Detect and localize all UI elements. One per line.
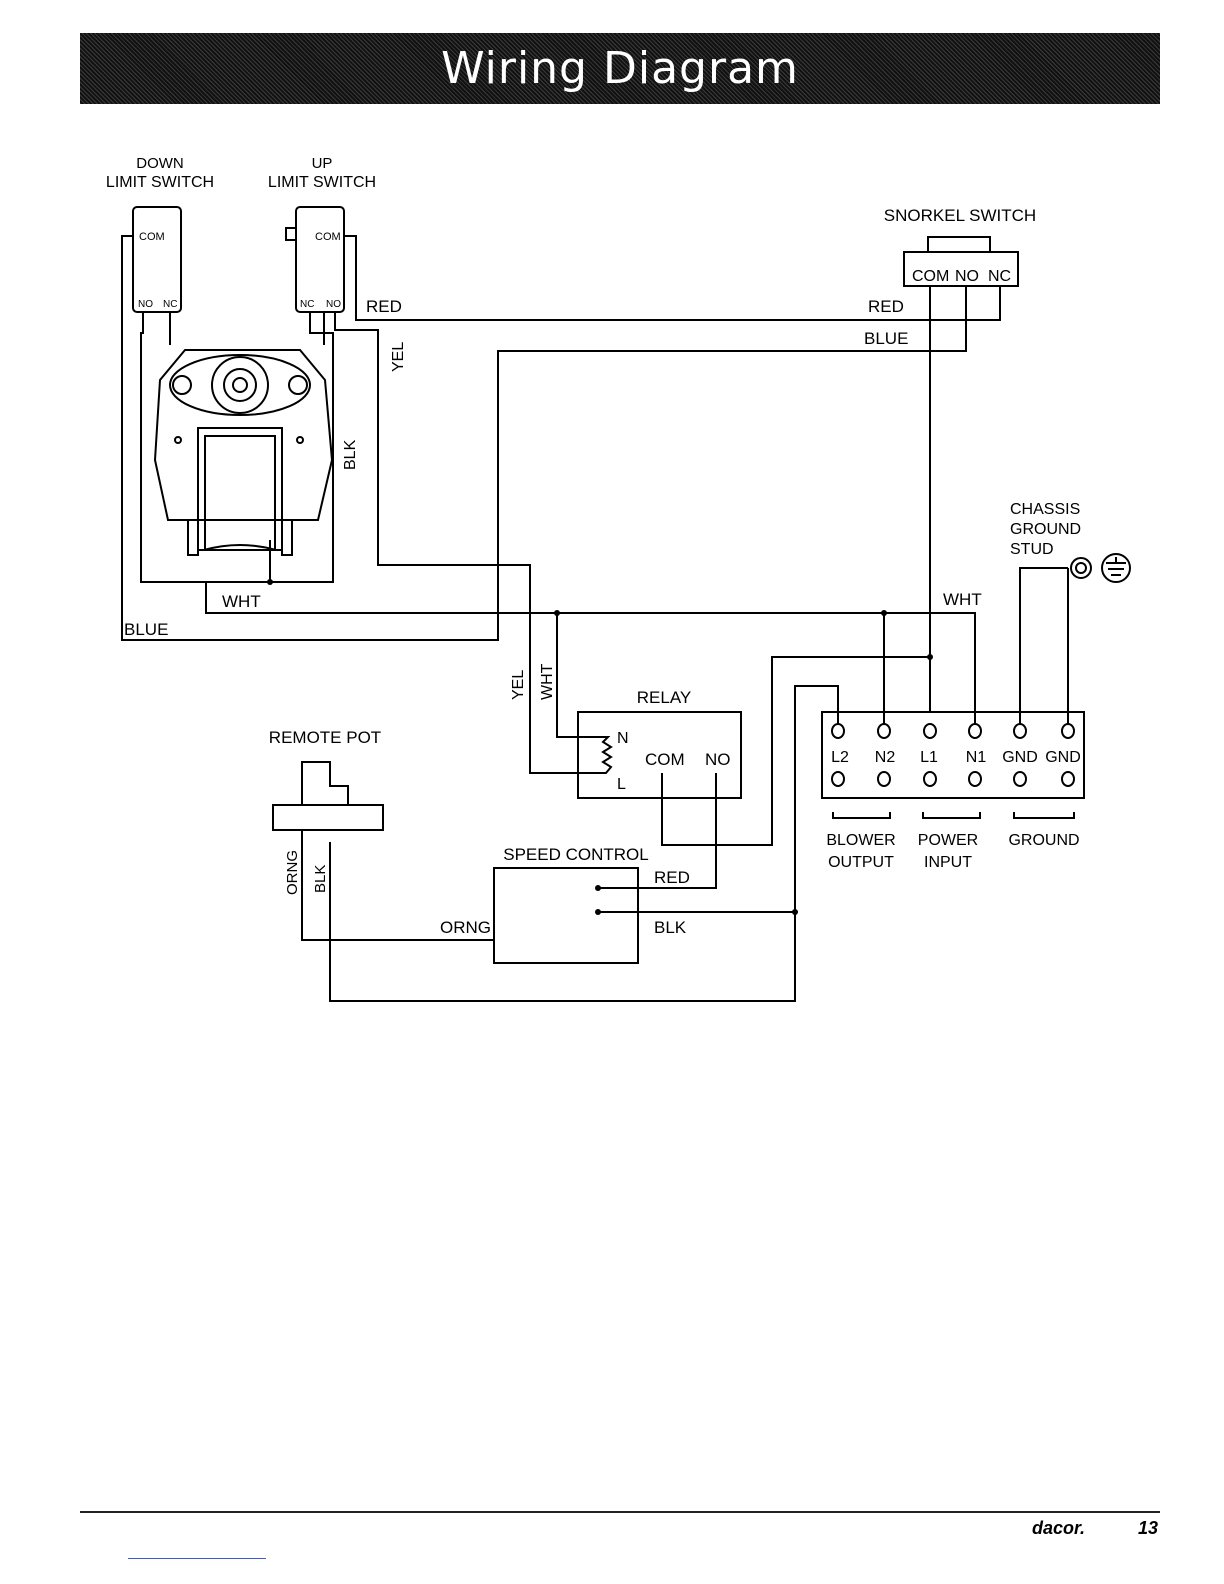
relay-no-label: NO: [705, 750, 731, 769]
chassis-label-2: GROUND: [1010, 521, 1081, 538]
relay-n-label: N: [617, 730, 629, 747]
relay-com-label: COM: [645, 750, 685, 769]
wire-blue-label-2: BLUE: [124, 620, 168, 639]
snorkel-no-label: NO: [955, 268, 979, 285]
wire-yel-label-1: YEL: [390, 342, 407, 372]
speed-control-box: [494, 868, 638, 963]
wire-orng-label-1: ORNG: [440, 918, 491, 937]
terminal-label-l1: L1: [920, 749, 938, 766]
remote-pot-label: REMOTE POT: [269, 728, 381, 747]
relay-l-label: L: [617, 776, 626, 793]
up-no-label: NO: [326, 299, 341, 310]
ground-label: GROUND: [1008, 832, 1079, 849]
speed-control-label: SPEED CONTROL: [503, 845, 648, 864]
down-com-label: COM: [139, 231, 165, 243]
remote-pot: [273, 762, 383, 830]
page-number: 13: [1138, 1518, 1158, 1539]
down-nc-label: NC: [163, 299, 177, 310]
brand-logo: dacor.: [1032, 1518, 1085, 1539]
wire-blk-label-1: BLK: [342, 439, 359, 470]
wire-wht-label-1: WHT: [222, 592, 261, 611]
down-no-label: NO: [138, 299, 153, 310]
wire-blue-label-1: BLUE: [864, 329, 908, 348]
snorkel-nc-label: NC: [988, 268, 1011, 285]
wire-yel-label-2: YEL: [510, 670, 527, 700]
wire-orng-label-2: ORNG: [284, 850, 301, 895]
up-limit-label-1: UP: [312, 155, 333, 172]
blower-motor: [155, 350, 332, 555]
wire-wht-label-2: WHT: [943, 590, 982, 609]
snorkel-com-label: COM: [912, 268, 949, 285]
terminal-label-n2: N2: [875, 749, 896, 766]
up-nc-label: NC: [300, 299, 314, 310]
wire-red-label-2: RED: [868, 297, 904, 316]
relay-label: RELAY: [637, 688, 692, 707]
terminal-label-gnd-2: GND: [1045, 749, 1081, 766]
blower-output-label-2: OUTPUT: [828, 854, 894, 871]
power-input-label-1: POWER: [918, 832, 978, 849]
wire-blk-label-3: BLK: [312, 865, 329, 893]
link-underline: [128, 1558, 266, 1559]
chassis-label-3: STUD: [1010, 541, 1054, 558]
down-limit-switch: [133, 207, 181, 312]
up-limit-switch: [296, 207, 344, 312]
up-limit-label-2: LIMIT SWITCH: [268, 174, 376, 191]
power-input-label-2: INPUT: [924, 854, 972, 871]
up-com-label: COM: [315, 231, 341, 243]
wire-wht-label-3: WHT: [539, 663, 556, 700]
terminal-label-l2: L2: [831, 749, 849, 766]
down-limit-label-2: LIMIT SWITCH: [106, 174, 214, 191]
snorkel-switch-label: SNORKEL SWITCH: [884, 206, 1036, 225]
chassis-label-1: CHASSIS: [1010, 501, 1080, 518]
wire-blk-label-2: BLK: [654, 918, 687, 937]
down-limit-label-1: DOWN: [136, 155, 184, 172]
terminal-label-n1: N1: [966, 749, 987, 766]
footer-rule: [80, 1511, 1160, 1513]
wire-red-label-3: RED: [654, 868, 690, 887]
wire-red-label-1: RED: [366, 297, 402, 316]
terminal-label-gnd-1: GND: [1002, 749, 1038, 766]
blower-output-label-1: BLOWER: [826, 832, 895, 849]
